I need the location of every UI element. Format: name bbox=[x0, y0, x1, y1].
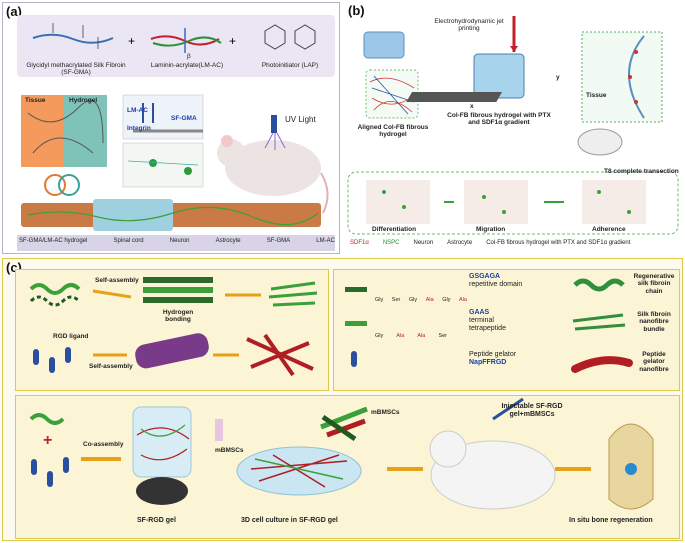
residue: Ser bbox=[438, 333, 447, 339]
injectable-label: Injectable SF-RGD gel+mBMSCs bbox=[501, 403, 563, 419]
residue: Gly bbox=[442, 297, 451, 303]
legend-lm-ac: LM-AC bbox=[316, 238, 335, 244]
panel-b-label: (b) bbox=[348, 3, 365, 18]
seq-gsgaga: GSGAGA bbox=[469, 273, 501, 280]
culture-label: 3D cell culture in SF-RGD gel bbox=[241, 517, 338, 524]
axis-y: y bbox=[556, 74, 560, 81]
panel-a-legend: SF-GMA/LM-AC hydrogel Spinal cord Neuron… bbox=[19, 238, 335, 244]
co-assembly-label: Co-assembly bbox=[83, 441, 124, 448]
legend-neuron: Neuron bbox=[169, 238, 190, 244]
seq-row-2: GAAS terminal tetrapeptide bbox=[469, 309, 529, 333]
aligned-label: Aligned Col-FB fibrous hydrogel bbox=[357, 124, 429, 139]
reagent-box bbox=[17, 15, 335, 77]
mbmscs-label: mBMSCs bbox=[215, 447, 244, 454]
residue: Ala bbox=[459, 297, 467, 303]
legend-neuron-b: Neuron bbox=[413, 240, 434, 246]
svg-text:+: + bbox=[128, 34, 135, 48]
hydrogel-label: Hydrogel bbox=[69, 97, 98, 104]
reagent-lap: Photoinitiator (LAP) bbox=[261, 62, 319, 69]
residue: Ala bbox=[425, 297, 434, 303]
right-silk-bundle: Silk fibroin nanofibre bundle bbox=[637, 311, 671, 333]
legend-spinal-cord: Spinal cord bbox=[113, 238, 144, 244]
panel-c-art: + bbox=[29, 277, 654, 510]
seq-gsgaga-desc: repetitive domain bbox=[469, 281, 523, 289]
residues-row-2: Gly Ala Ala Ser bbox=[375, 333, 447, 339]
seq-gaas: GAAS bbox=[469, 309, 490, 316]
residues-row-1: Gly Ser Gly Ala Gly Ala bbox=[375, 297, 467, 303]
lm-ac-label: LM-AC bbox=[127, 107, 148, 114]
right-silk-chain: Regenerative silk fibroin chain bbox=[633, 273, 675, 295]
residue: Gly bbox=[375, 333, 384, 339]
stage-adherence: Adherence bbox=[592, 226, 626, 233]
panel-b: (b) Electrohydrodynamic jet printing Ali… bbox=[344, 2, 683, 254]
panel-b-art bbox=[347, 16, 680, 252]
tissue-label: Tissue bbox=[25, 97, 46, 104]
ejp-label: Electrohydrodynamic jet printing bbox=[434, 18, 504, 33]
reagent-sf-gma: Glycidyl methacrylated Silk Fibroin (SF-… bbox=[26, 62, 126, 77]
beta-label: β bbox=[187, 53, 191, 60]
tissue-b-label: Tissue bbox=[586, 92, 607, 99]
self-assembly-label: Self-assembly bbox=[95, 277, 139, 284]
reagent-lm-ac: Laminin-acrylate(LM-AC) bbox=[150, 62, 224, 69]
seq-row-1: GSGAGA repetitive domain bbox=[469, 273, 529, 289]
legend-col-fb: Col-FB fibrous hydrogel with PTX and SDF… bbox=[486, 240, 631, 246]
seq-napffrgd-desc: Peptide gelator bbox=[469, 351, 517, 358]
seq-gaas-desc: terminal tetrapeptide bbox=[469, 317, 506, 333]
panel-c: (c) + bbox=[2, 258, 683, 541]
gradient-label: Col-FB fibrous hydrogel with PTX and SDF… bbox=[447, 112, 551, 127]
legend-nspc: NSPC bbox=[382, 240, 400, 246]
stage-migration: Migration bbox=[476, 226, 506, 233]
hydrogen-bonding-label: Hydrogen bonding bbox=[162, 309, 194, 324]
gel-label: SF-RGD gel bbox=[137, 517, 176, 524]
right-peptide-nanofibre: Peptide gelator nanofibre bbox=[639, 351, 669, 373]
residue: Gly bbox=[408, 297, 418, 303]
stage-differentiation: Differentiation bbox=[372, 226, 417, 233]
t8-label: T8 complete transection bbox=[604, 168, 679, 175]
legend-astrocyte: Astrocyte bbox=[215, 238, 241, 244]
legend-sf-gma: SF-GMA bbox=[266, 238, 291, 244]
legend-astrocyte-b: Astrocyte bbox=[447, 240, 473, 246]
residue: Ala bbox=[396, 333, 405, 339]
legend-sdf1a: SDF1α bbox=[350, 240, 369, 246]
self-assembly2-label: Self-assembly bbox=[89, 363, 133, 370]
panel-a-art: + + bbox=[17, 23, 335, 251]
seq-row-3: Peptide gelator NapFFRGD bbox=[469, 351, 529, 367]
panel-b-legend: SDF1α NSPC Neuron Astrocyte Col-FB fibro… bbox=[350, 240, 680, 246]
residue: Gly bbox=[375, 297, 384, 303]
residue: Ala bbox=[417, 333, 426, 339]
legend-hydrogel: SF-GMA/LM-AC hydrogel bbox=[19, 238, 88, 244]
svg-text:+: + bbox=[43, 432, 52, 449]
integrin-label: Integrin bbox=[127, 125, 151, 132]
panel-a: (a) + + bbox=[2, 2, 340, 254]
axis-x: x bbox=[470, 103, 474, 110]
regen-label: In situ bone regeneration bbox=[569, 517, 653, 524]
legend-box bbox=[333, 269, 680, 391]
sf-gma-label: SF-GMA bbox=[171, 115, 197, 122]
uv-label: UV Light bbox=[285, 115, 316, 124]
rgd-ligand-label: RGD ligand bbox=[53, 333, 89, 340]
residue: Ser bbox=[391, 297, 401, 303]
svg-text:+: + bbox=[229, 34, 236, 48]
mbmscs2-label: mBMSCs bbox=[371, 409, 400, 416]
seq-napffrgd: NapFFRGD bbox=[469, 359, 507, 367]
